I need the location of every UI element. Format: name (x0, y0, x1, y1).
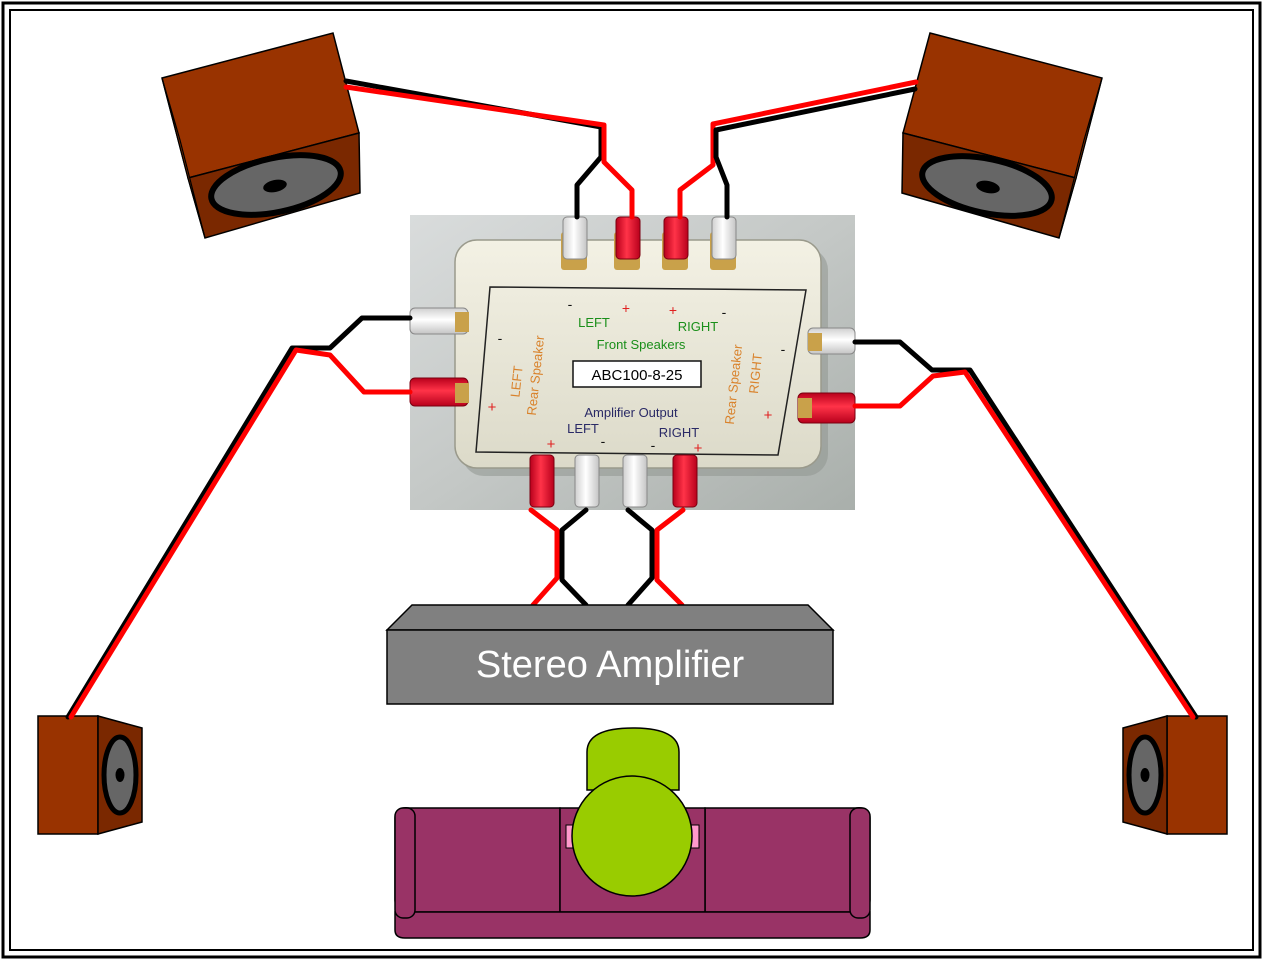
rear-left-positive-wire (68, 347, 413, 720)
front-right-label: RIGHT (678, 319, 719, 334)
front-right-minus: - (722, 304, 727, 320)
rear-right-minus: - (781, 341, 786, 357)
amp-left-negative-wire (559, 507, 589, 608)
front-right-positive-wire (677, 79, 919, 220)
rear-right-label: RIGHT (746, 353, 765, 395)
rear-left-plus: + (488, 399, 497, 416)
amp-right-label: RIGHT (659, 425, 700, 440)
amplifier-output-label: Amplifier Output (584, 405, 678, 420)
rear-left-minus: - (498, 330, 503, 346)
selector-box-body (454, 239, 822, 469)
listener-icon (565, 727, 700, 897)
front-left-label: LEFT (578, 315, 610, 330)
front-left-minus: - (568, 296, 573, 312)
rear-right-output-connectors (797, 327, 856, 424)
front-left-positive-wire (343, 84, 635, 220)
front-right-negative-wire (713, 86, 918, 220)
speaker-wires (65, 78, 1199, 720)
amp-right-minus: - (651, 437, 656, 453)
rear-right-speaker-icon (1122, 715, 1228, 835)
amp-right-negative-wire (625, 507, 655, 608)
inner-frame (9, 9, 1254, 951)
amp-left-label: LEFT (567, 421, 599, 436)
rear-left-output-connectors (409, 307, 469, 407)
front-left-plus: + (622, 300, 630, 316)
front-right-speaker-icon (901, 32, 1103, 239)
label-panel (475, 286, 807, 456)
model-label-box (572, 360, 702, 388)
stereo-amplifier: Stereo Amplifier (385, 604, 835, 705)
rear-right-positive-wire (852, 369, 1196, 720)
rear-left-speaker-icon (37, 715, 143, 835)
rear-right-plus: + (764, 407, 773, 424)
rear-left-negative-wire (65, 315, 413, 720)
rear-right-negative-wire (852, 339, 1199, 720)
front-output-connectors (561, 216, 737, 270)
front-right-plus: + (669, 302, 677, 318)
front-left-speaker-icon (161, 32, 361, 239)
amp-right-plus: + (694, 440, 703, 457)
speaker-selector-box: ABC100-8-25 Front Speakers LEFT RIGHT - … (409, 215, 856, 510)
amplifier-input-connectors (529, 454, 698, 508)
amp-right-positive-wire (654, 507, 686, 608)
amp-left-plus: + (547, 436, 556, 453)
front-speakers-label: Front Speakers (597, 337, 686, 352)
model-number: ABC100-8-25 (592, 367, 683, 384)
amp-left-positive-wire (528, 507, 560, 608)
amplifier-label: Stereo Amplifier (476, 644, 745, 686)
rear-left-label: LEFT (507, 365, 525, 398)
amp-left-minus: - (601, 433, 606, 449)
